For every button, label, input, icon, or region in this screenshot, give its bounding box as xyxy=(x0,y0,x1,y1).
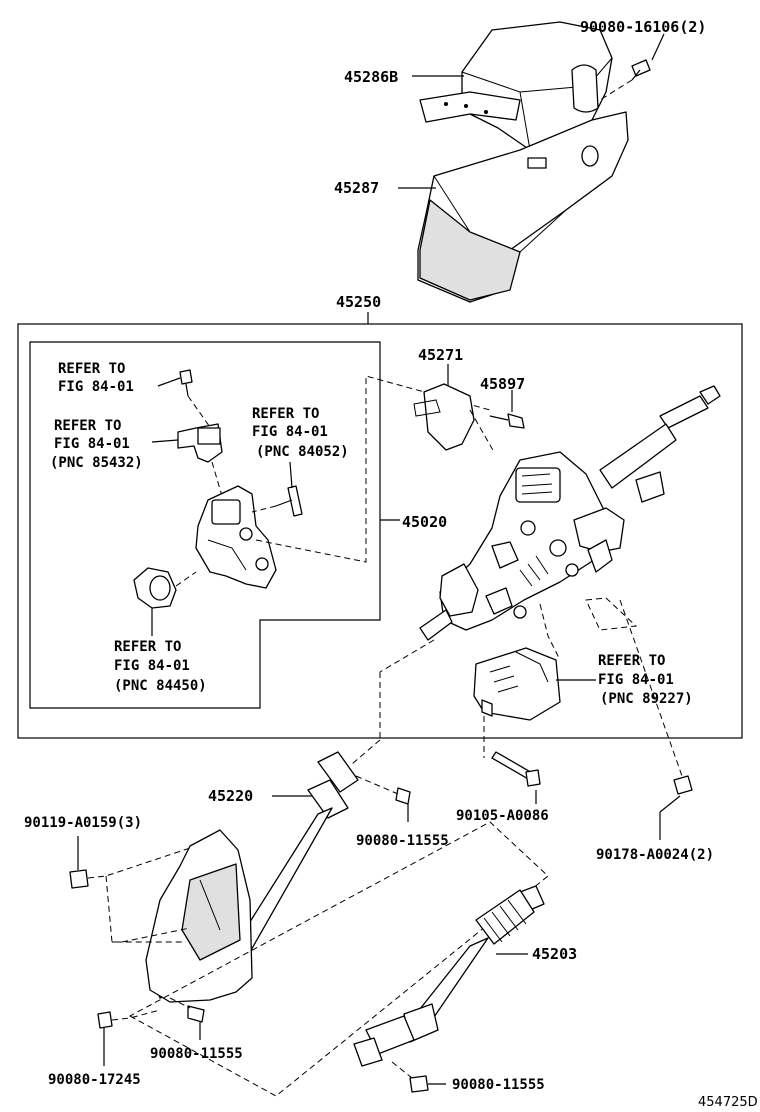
bolt-45897 xyxy=(489,413,525,429)
leader-ref1 xyxy=(157,377,181,387)
dashed-shaft-link-3 xyxy=(351,739,381,765)
label-90080-11555-c: 90080-11555 xyxy=(452,1077,545,1093)
ref3-line1: REFER TO xyxy=(252,406,319,422)
steering-column-45020 xyxy=(419,385,721,641)
label-45250: 45250 xyxy=(336,293,381,311)
ref2-line3: (PNC 85432) xyxy=(50,455,143,471)
ref5-line3: (PNC 89227) xyxy=(600,691,693,707)
ref1-line1: REFER TO xyxy=(58,361,125,377)
label-90178-A0024: 90178-A0024(2) xyxy=(596,847,714,863)
ref5-line1: REFER TO xyxy=(598,653,665,669)
label-45271: 45271 xyxy=(418,346,463,364)
label-45897: 45897 xyxy=(480,375,525,393)
bracket-45271 xyxy=(413,383,495,453)
leader-ref3 xyxy=(289,461,293,489)
ref-note-5: REFER TO FIG 84-01 (PNC 89227) xyxy=(598,653,693,707)
bolt-90080-11555-a xyxy=(355,775,411,805)
label-45020: 45020 xyxy=(402,513,447,531)
lock-set-subbox xyxy=(29,341,381,709)
cover-screw-90080-16106 xyxy=(599,59,651,101)
label-90080-11555-b: 90080-11555 xyxy=(150,1046,243,1062)
ecu-89227 xyxy=(473,647,561,721)
ref2-line1: REFER TO xyxy=(54,418,121,434)
leader-90080-16106 xyxy=(651,33,665,61)
ref4-line3: (PNC 84450) xyxy=(114,678,207,694)
figure-id: 454725D xyxy=(698,1095,758,1110)
column-cover-lower xyxy=(417,111,629,303)
label-90080-16106: 90080-16106(2) xyxy=(580,18,706,36)
dashed-lower-shaft-area xyxy=(128,821,549,1097)
ref3-line3: (PNC 84052) xyxy=(256,444,349,460)
lock-screw xyxy=(179,369,213,431)
dust-seal-plate xyxy=(145,829,253,1003)
ref2-line2: FIG 84-01 xyxy=(54,436,130,452)
column-cover-upper xyxy=(419,21,613,151)
dashed-support-sensor xyxy=(585,597,638,631)
label-45286B: 45286B xyxy=(344,68,398,86)
key-cylinder-housing xyxy=(195,485,277,589)
bolt-90080-11555-b xyxy=(169,997,205,1023)
label-90105-A0086: 90105-A0086 xyxy=(456,808,549,824)
bolt-90105-A0086 xyxy=(483,716,541,787)
sensor-84052 xyxy=(251,485,303,517)
ref4-line1: REFER TO xyxy=(114,639,181,655)
ref-note-4: REFER TO FIG 84-01 (PNC 84450) xyxy=(114,639,207,694)
leader-90178-A0024 xyxy=(659,795,681,813)
nut-90080-17245 xyxy=(97,1009,161,1029)
label-45203: 45203 xyxy=(532,945,577,963)
ref4-line2: FIG 84-01 xyxy=(114,658,190,674)
switch-85432 xyxy=(177,423,223,497)
nut-90178-A0024 xyxy=(619,599,693,795)
dashed-shaft-link xyxy=(379,639,435,673)
ref3-line2: FIG 84-01 xyxy=(252,424,328,440)
leader-ref2 xyxy=(151,439,179,443)
ref-note-1: REFER TO FIG 84-01 xyxy=(58,361,134,395)
lock-cylinder-84450 xyxy=(133,567,197,609)
label-90080-17245: 90080-17245 xyxy=(48,1072,141,1088)
sliding-yoke-45203 xyxy=(353,885,545,1067)
label-90080-11555-a: 90080-11555 xyxy=(356,833,449,849)
bolt-90119-A0159 xyxy=(69,847,191,943)
ref-note-3: REFER TO FIG 84-01 (PNC 84052) xyxy=(252,406,349,460)
bolt-90080-11555-c xyxy=(391,1061,429,1093)
dashed-to-ecu xyxy=(539,603,561,661)
label-45220: 45220 xyxy=(208,787,253,805)
ref-note-2: REFER TO FIG 84-01 (PNC 85432) xyxy=(50,418,143,471)
ref5-line2: FIG 84-01 xyxy=(598,672,674,688)
ref1-line2: FIG 84-01 xyxy=(58,379,134,395)
label-45287: 45287 xyxy=(334,179,379,197)
label-90119-A0159: 90119-A0159(3) xyxy=(24,815,142,831)
